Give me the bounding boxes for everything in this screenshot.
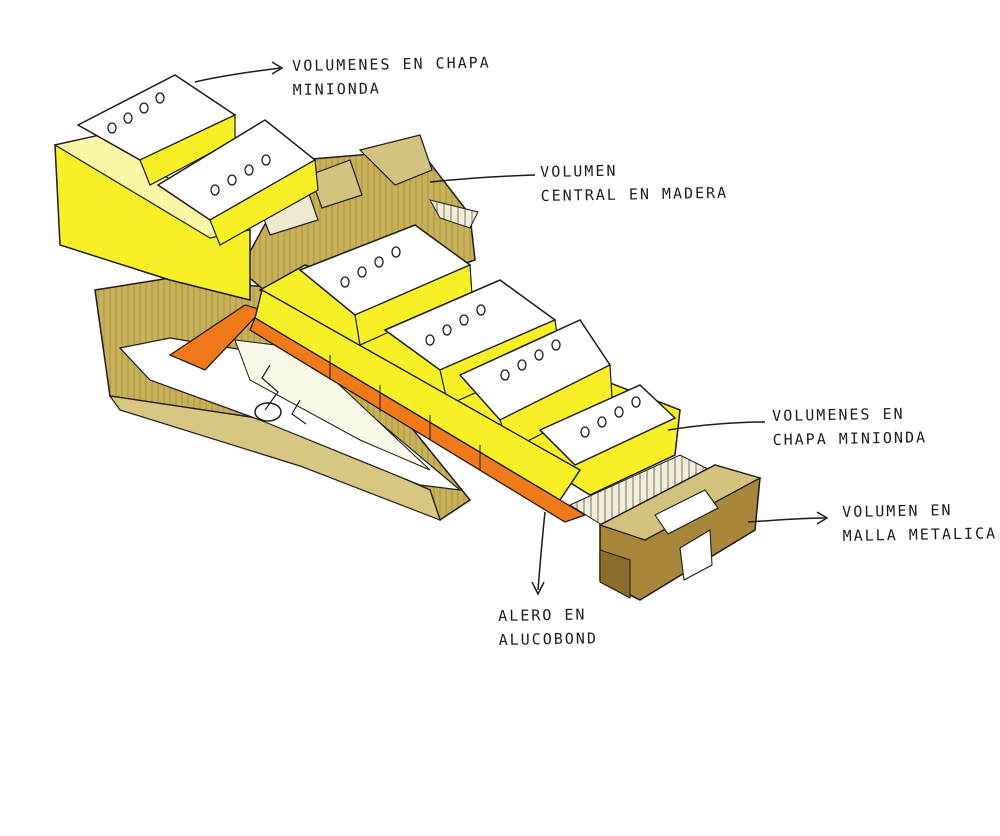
arrow-alucobond xyxy=(537,511,546,591)
arrow-mesh xyxy=(747,517,826,523)
left-yellow-volume xyxy=(53,74,319,301)
right-yellow-volume xyxy=(258,224,681,496)
label-central-line1: VOLUMEN xyxy=(540,161,618,181)
arrow-central xyxy=(429,174,536,183)
label-right-line2: CHAPA MINIONDA xyxy=(772,428,928,449)
label-alucobond-line1: ALERO EN xyxy=(498,605,587,625)
base-podium xyxy=(94,277,472,522)
label-alucobond-line2: ALUCOBOND xyxy=(498,629,599,649)
label-central-volume: VOLUMEN CENTRAL EN MADERA xyxy=(540,157,728,208)
label-mesh-line2: MALLA METALICA xyxy=(842,524,998,545)
alucobond-canopy xyxy=(168,288,587,523)
label-mesh-volume: VOLUMEN EN MALLA METALICA xyxy=(842,497,997,548)
label-alucobond-eave: ALERO EN ALUCOBOND xyxy=(498,602,598,652)
label-top-volumes: VOLUMENES EN CHAPA MINIONDA xyxy=(292,51,491,102)
metal-mesh-volume xyxy=(598,464,762,601)
label-top-line2: MINIONDA xyxy=(292,79,382,99)
label-mesh-line1: VOLUMEN EN xyxy=(842,501,953,521)
arrow-top xyxy=(194,67,281,83)
label-central-line2: CENTRAL EN MADERA xyxy=(540,183,729,205)
leader-lines xyxy=(194,61,829,596)
arrow-right xyxy=(667,421,766,431)
label-right-volumes: VOLUMENES EN CHAPA MINIONDA xyxy=(772,401,927,452)
label-right-line1: VOLUMENES EN xyxy=(772,404,905,425)
label-top-line1: VOLUMENES EN CHAPA xyxy=(292,53,491,75)
